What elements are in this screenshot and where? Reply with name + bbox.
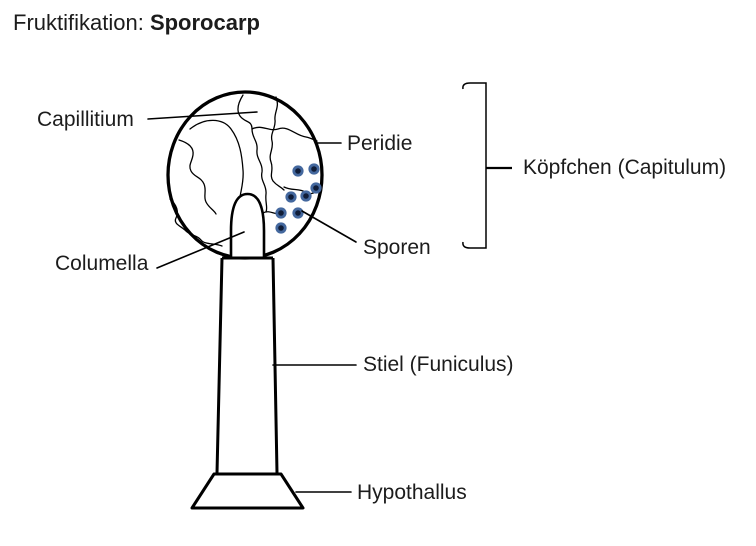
spore-core (278, 225, 284, 231)
capillitium-thread (178, 139, 217, 215)
spores-group (275, 163, 322, 234)
spore-core (278, 210, 284, 216)
title-term: Sporocarp (149, 10, 260, 35)
peridie-label: Peridie (347, 132, 413, 155)
stalk-shape (215, 256, 279, 474)
spore-core (313, 185, 319, 191)
page-title: Fruktifikation: Sporocarp (13, 9, 260, 37)
capitulum-bracket (462, 82, 512, 249)
sporen-leader-line (301, 210, 357, 243)
hypothallus-shape (190, 472, 305, 510)
capillitium-thread (251, 126, 318, 142)
capillitium-thread (269, 96, 285, 191)
spore-core (311, 166, 317, 172)
columella-leader-line (156, 231, 245, 269)
capillitium-thread (169, 198, 223, 247)
capillitium-threads (169, 94, 321, 247)
stiel-label: Stiel (Funiculus) (363, 353, 514, 376)
capillitium-label: Capillitium (37, 108, 134, 131)
leader-lines (147, 111, 357, 493)
title-prefix: Fruktifikation: (13, 10, 150, 35)
capillitium-thread (189, 119, 244, 198)
capillitium-thread (237, 94, 268, 213)
capillitium-leader-line (147, 111, 258, 120)
spore-core (295, 168, 301, 174)
hypothallus-label: Hypothallus (357, 481, 467, 504)
columella-label: Columella (55, 252, 149, 275)
spore-core (303, 193, 309, 199)
sporen-label: Sporen (363, 236, 431, 259)
columella-shape (229, 192, 266, 259)
spore-core (295, 210, 301, 216)
capitulum-label: Köpfchen (Capitulum) (523, 156, 727, 179)
spore-core (288, 194, 294, 200)
bracket-outline (462, 82, 487, 249)
